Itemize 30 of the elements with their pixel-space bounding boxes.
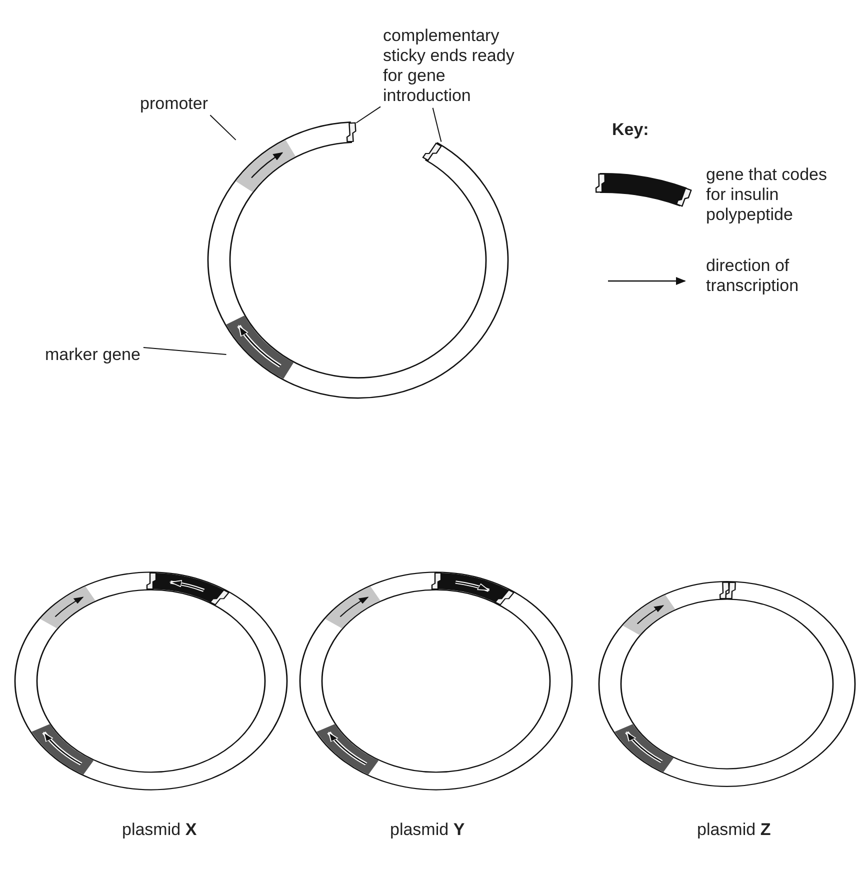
sticky-end <box>431 572 442 590</box>
leader-line <box>356 106 381 124</box>
leader-line <box>142 347 227 355</box>
plasmid-label: plasmid Z <box>697 820 771 840</box>
leader-line <box>432 107 442 142</box>
marker-gene-region <box>316 724 379 775</box>
promoter-region <box>40 586 96 628</box>
part-label: complementary sticky ends ready for gene introduction <box>383 26 535 106</box>
sticky-end <box>725 582 736 600</box>
insulin-gene-band <box>153 572 225 604</box>
sticky-end <box>146 572 157 590</box>
sticky-end <box>422 142 442 162</box>
promoter-region <box>325 586 380 628</box>
sticky-end <box>209 589 230 606</box>
part-label: promoter <box>140 94 240 114</box>
marker-gene-region <box>226 316 294 379</box>
marker-gene-region <box>614 724 674 772</box>
marker-gene-region <box>32 724 94 775</box>
legend-text: direction of transcription <box>706 256 800 296</box>
promoter-region <box>622 595 676 635</box>
insulin-gene-band <box>438 572 510 604</box>
leader-line <box>210 114 236 140</box>
sticky-end <box>346 122 356 142</box>
plasmid-label: plasmid Y <box>390 820 465 840</box>
plasmid-label: plasmid X <box>122 820 197 840</box>
sticky-end <box>494 589 515 606</box>
key-heading: Key: <box>612 120 649 140</box>
promoter-region <box>236 140 296 192</box>
part-label: marker gene <box>45 345 165 365</box>
legend-text: gene that codes for insulin polypeptide <box>706 165 828 225</box>
